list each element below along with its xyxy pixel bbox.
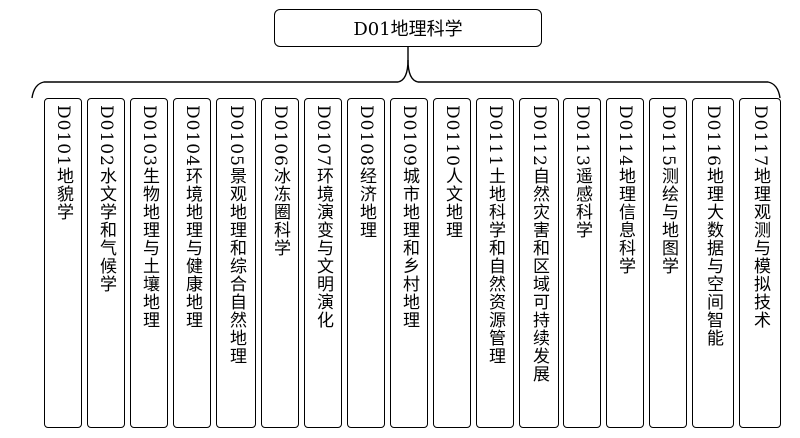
- child-node-label: D0113遥感科学: [572, 105, 592, 239]
- child-node-label: D0111土地科学和自然资源管理: [485, 105, 505, 365]
- child-node-d0105: D0105景观地理和综合自然地理: [216, 98, 256, 428]
- child-node-label: D0112自然灾害和区域可持续发展: [529, 105, 549, 383]
- curly-brace-connector: [31, 47, 781, 99]
- child-node-d0103: D0103生物地理与土壤地理: [130, 98, 168, 428]
- child-node-label: D0109城市地理和乡村地理: [399, 105, 419, 329]
- child-node-d0109: D0109城市地理和乡村地理: [390, 98, 428, 428]
- child-node-d0111: D0111土地科学和自然资源管理: [476, 98, 514, 428]
- child-node-d0115: D0115测绘与地图学: [649, 98, 687, 428]
- child-node-label: D0105景观地理和综合自然地理: [226, 105, 246, 365]
- child-node-label: D0115测绘与地图学: [658, 105, 678, 275]
- child-node-d0112: D0112自然灾害和区域可持续发展: [519, 98, 559, 428]
- child-node-d0117: D0117地理观测与模拟技术: [739, 98, 781, 428]
- child-node-label: D0116地理大数据与空间智能: [703, 105, 723, 347]
- child-node-label: D0110人文地理: [442, 105, 462, 239]
- child-node-d0107: D0107环境演变与文明演化: [304, 98, 342, 428]
- child-node-label: D0114地理信息科学: [615, 105, 635, 275]
- child-node-d0106: D0106冰冻圈科学: [261, 98, 299, 428]
- child-node-label: D0117地理观测与模拟技术: [750, 105, 770, 329]
- child-node-d0113: D0113遥感科学: [563, 98, 601, 428]
- child-node-label: D0104环境地理与健康地理: [182, 105, 202, 329]
- child-node-d0102: D0102水文学和气候学: [87, 98, 125, 428]
- child-node-d0110: D0110人文地理: [433, 98, 471, 428]
- child-node-label: D0106冰冻圈科学: [270, 105, 290, 257]
- child-node-label: D0102水文学和气候学: [96, 105, 116, 293]
- child-node-d0114: D0114地理信息科学: [606, 98, 644, 428]
- child-node-d0116: D0116地理大数据与空间智能: [692, 98, 734, 428]
- child-node-label: D0101地貌学: [53, 105, 73, 221]
- child-node-label: D0107环境演变与文明演化: [313, 105, 333, 329]
- root-node-label: D01地理科学: [353, 19, 463, 40]
- child-node-d0101: D0101地貌学: [44, 98, 82, 428]
- child-node-label: D0108经济地理: [356, 105, 376, 239]
- child-node-d0108: D0108经济地理: [347, 98, 385, 428]
- root-node: D01地理科学: [274, 9, 542, 47]
- child-node-label: D0103生物地理与土壤地理: [139, 105, 159, 329]
- child-node-d0104: D0104环境地理与健康地理: [173, 98, 211, 428]
